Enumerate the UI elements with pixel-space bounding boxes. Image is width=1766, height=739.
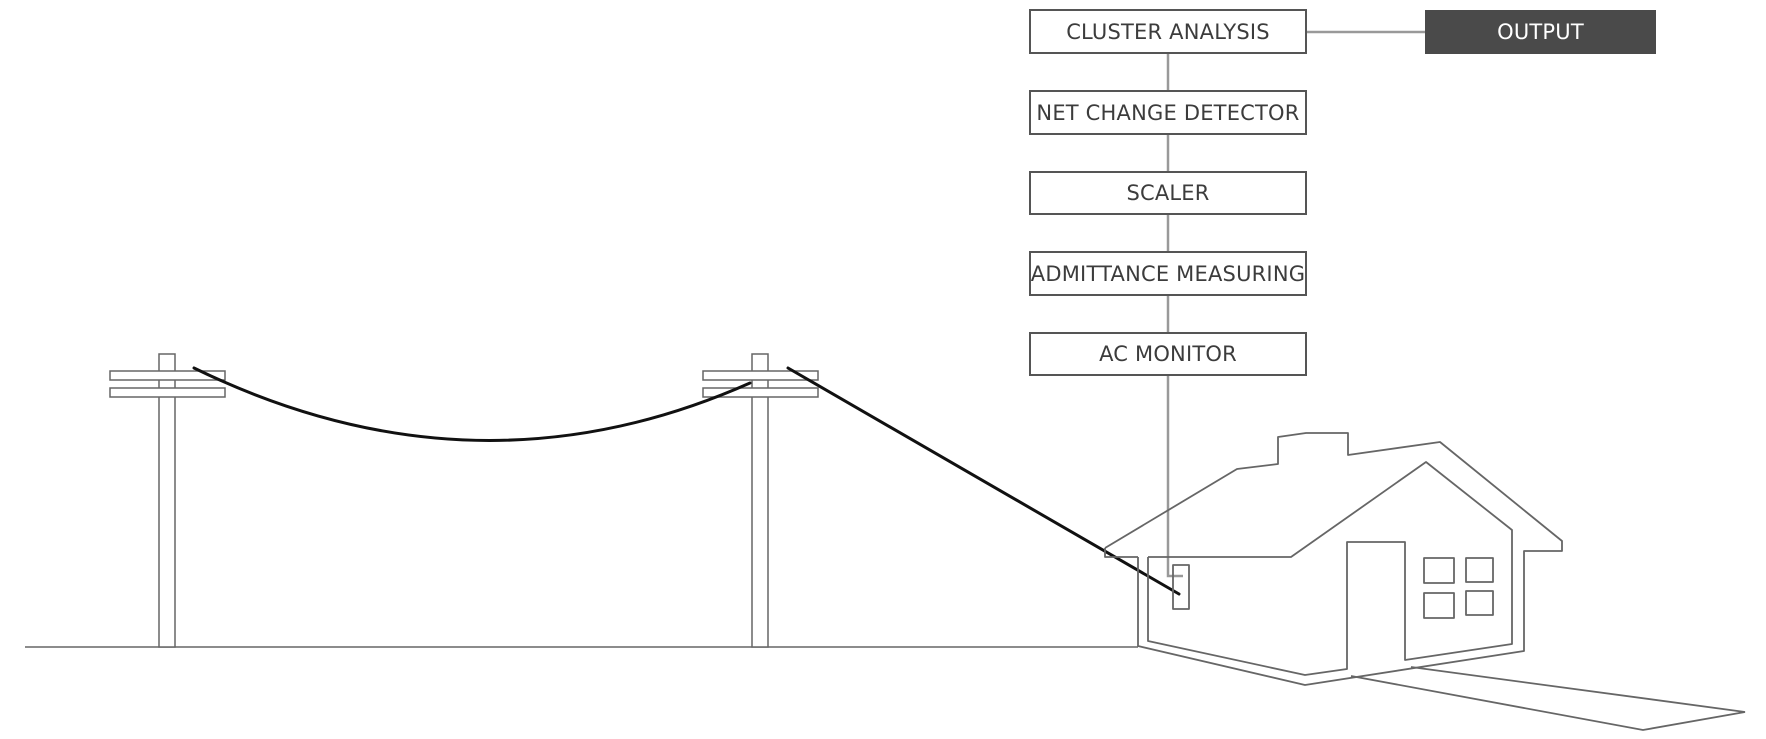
pipeline-connectors (1166, 30, 1425, 578)
driveway-outline (1350, 666, 1746, 731)
house-inner-wall (1147, 461, 1513, 676)
house-window (1423, 557, 1455, 584)
cluster-analysis-box: CLUSTER ANALYSIS (1029, 9, 1307, 54)
admittance-measuring-label: ADMITTANCE MEASURING (1030, 261, 1306, 286)
connector-meter-to-monitor (1166, 376, 1183, 578)
house-window (1465, 557, 1494, 583)
scaler-box: SCALER (1029, 171, 1307, 215)
cluster-analysis-label: CLUSTER ANALYSIS (1066, 19, 1270, 44)
output-label: OUTPUT (1497, 20, 1584, 44)
power-line-span (192, 366, 752, 442)
net-change-detector-box: NET CHANGE DETECTOR (1029, 90, 1307, 135)
net-change-detector-label: NET CHANGE DETECTOR (1036, 100, 1300, 125)
power-lines (192, 366, 1181, 596)
pole-shaft (751, 353, 769, 648)
house-roof-ledge (1104, 548, 1138, 558)
admittance-measuring-box: ADMITTANCE MEASURING (1029, 251, 1307, 296)
pole-crossarm-lower (702, 387, 819, 398)
ac-monitor-label: AC MONITOR (1099, 342, 1237, 366)
pole-crossarm-upper (702, 370, 819, 381)
house-window (1423, 592, 1455, 619)
pole-crossarm-upper (109, 370, 226, 381)
pole-shaft (158, 353, 176, 648)
house-roof-outline (1104, 432, 1563, 686)
house (1104, 432, 1563, 686)
driveway (1350, 666, 1746, 731)
service-drop-line (786, 366, 1181, 596)
electric-meter (1172, 564, 1190, 610)
pole-crossarm-lower (109, 387, 226, 398)
utility-pole-left (109, 353, 226, 648)
scaler-label: SCALER (1126, 181, 1210, 205)
utility-pole-right (702, 353, 819, 648)
output-box: OUTPUT (1425, 10, 1656, 54)
ac-monitor-box: AC MONITOR (1029, 332, 1307, 376)
house-window (1465, 590, 1494, 616)
